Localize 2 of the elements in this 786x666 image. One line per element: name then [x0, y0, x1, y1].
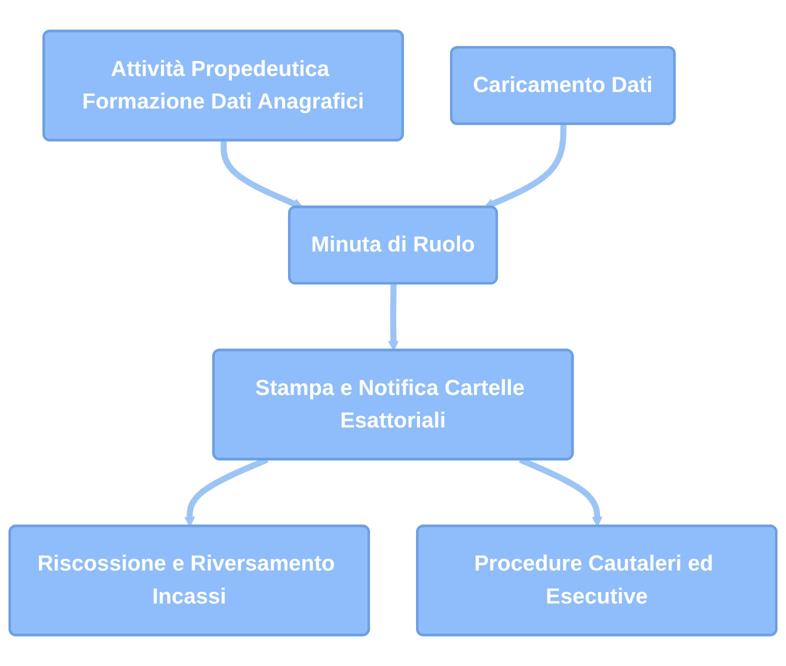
arrow — [484, 124, 566, 209]
arrow — [220, 140, 304, 209]
